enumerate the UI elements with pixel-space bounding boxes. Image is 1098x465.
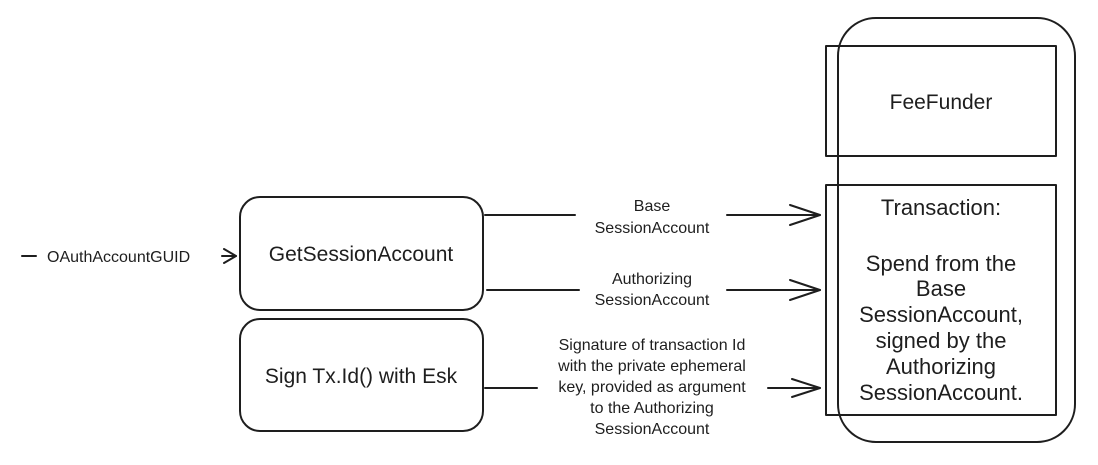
transaction-label-line7: SessionAccount. <box>859 380 1023 405</box>
edge-authorizing-arrowhead <box>789 279 821 301</box>
edge-signature-label-line5: SessionAccount <box>595 421 710 438</box>
sign-tx-box <box>239 318 484 432</box>
get-session-account-label: GetSessionAccount <box>269 243 454 266</box>
transaction-label-line4: SessionAccount, <box>859 302 1023 327</box>
edge-signature-label-line4: to the Authorizing <box>590 400 714 417</box>
edge-base-label-line1: Base <box>634 198 671 215</box>
edge-authorizing-label-line1: Authorizing <box>612 271 692 288</box>
edge-base-arrowhead <box>789 204 821 226</box>
transaction-label-line6: Authorizing <box>886 354 996 379</box>
transaction-label-line3: Base <box>916 276 966 301</box>
transaction-label-line1: Transaction: <box>881 195 1001 220</box>
edge-signature-label-line2: with the private ephemeral <box>557 358 746 375</box>
transaction-label-line2: Spend from the <box>866 251 1016 276</box>
edge-authorizing-label-line2: SessionAccount <box>595 292 710 309</box>
transaction-box <box>825 184 1057 416</box>
sign-tx-label: Sign Tx.Id() with Esk <box>265 365 458 388</box>
edge-base-label-line2: SessionAccount <box>595 220 710 237</box>
edge-signature-arrowhead <box>791 378 821 398</box>
edge-signature-label-line1: Signature of transaction Id <box>559 337 746 354</box>
get-session-account-box <box>239 196 484 311</box>
fee-funder-box <box>825 45 1057 157</box>
fee-funder-label: FeeFunder <box>890 91 993 114</box>
input-label: OAuthAccountGUID <box>47 249 190 266</box>
edge-signature-label-line3: key, provided as argument <box>558 379 746 396</box>
transaction-container <box>837 17 1076 443</box>
input-arrow-head <box>223 248 237 264</box>
transaction-label-line5: signed by the <box>876 328 1007 353</box>
